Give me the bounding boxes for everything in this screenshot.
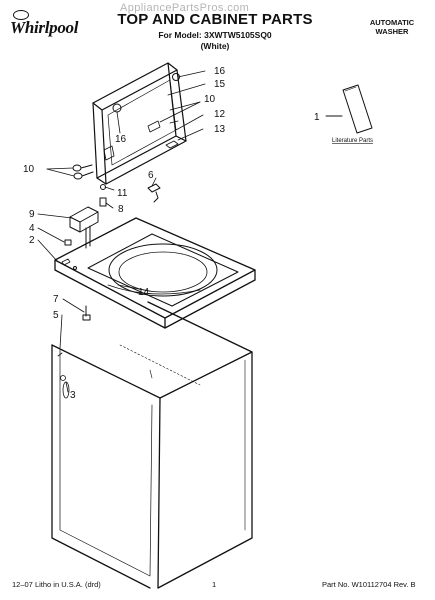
callout-8: 8 [118, 204, 124, 215]
model-number: For Model: 3XWTW5105SQ0 [158, 30, 272, 40]
brand-name: Whirlpool [10, 18, 79, 37]
product-type-line1: AUTOMATIC [369, 18, 415, 27]
washer-top [54, 217, 256, 329]
watermark: AppliancePartsPros.com [120, 2, 250, 14]
callout-5: 5 [53, 310, 59, 321]
callout-15: 15 [214, 79, 226, 90]
lid-switch [64, 206, 99, 249]
callout-6: 6 [148, 170, 154, 181]
callout-10-right: 10 [204, 94, 216, 105]
callout-2: 2 [29, 235, 35, 246]
literature-packet [325, 84, 373, 134]
whirlpool-emblem-icon [13, 10, 29, 20]
footer-litho: 12–07 Litho in U.S.A. (drd) [12, 580, 101, 589]
callout-14: 14 [138, 287, 150, 298]
part-number: Part No. W10112704 Rev. B [322, 580, 416, 589]
callout-7: 7 [53, 294, 59, 305]
literature-label: Literature Parts [332, 138, 373, 144]
callout-3: 3 [70, 390, 76, 401]
callout-10-left: 10 [23, 164, 35, 175]
lid [92, 62, 187, 185]
callout-13: 13 [214, 124, 226, 135]
callout-12: 12 [214, 109, 226, 120]
cabinet [51, 301, 253, 589]
callout-9: 9 [29, 209, 35, 220]
callout-4: 4 [29, 223, 35, 234]
callout-16-lid: 16 [115, 134, 127, 145]
callout-16-top: 16 [214, 66, 226, 77]
screw-7 [82, 305, 91, 321]
product-type-line2: WASHER [375, 27, 409, 36]
page-title: TOP AND CABINET PARTS [117, 11, 313, 28]
callout-1: 1 [314, 112, 320, 123]
hinge-screws [72, 164, 94, 180]
callout-11: 11 [117, 188, 128, 199]
model-color: (White) [200, 41, 230, 51]
product-type: AUTOMATIC WASHER [352, 18, 432, 36]
fasteners [99, 183, 161, 207]
callouts: 1 2 3 4 5 6 7 8 9 10 10 11 12 13 14 15 1… [23, 66, 373, 401]
leader-lines [37, 70, 206, 393]
page-number: 1 [212, 580, 217, 589]
whirlpool-logo: Whirlpool [10, 10, 88, 44]
